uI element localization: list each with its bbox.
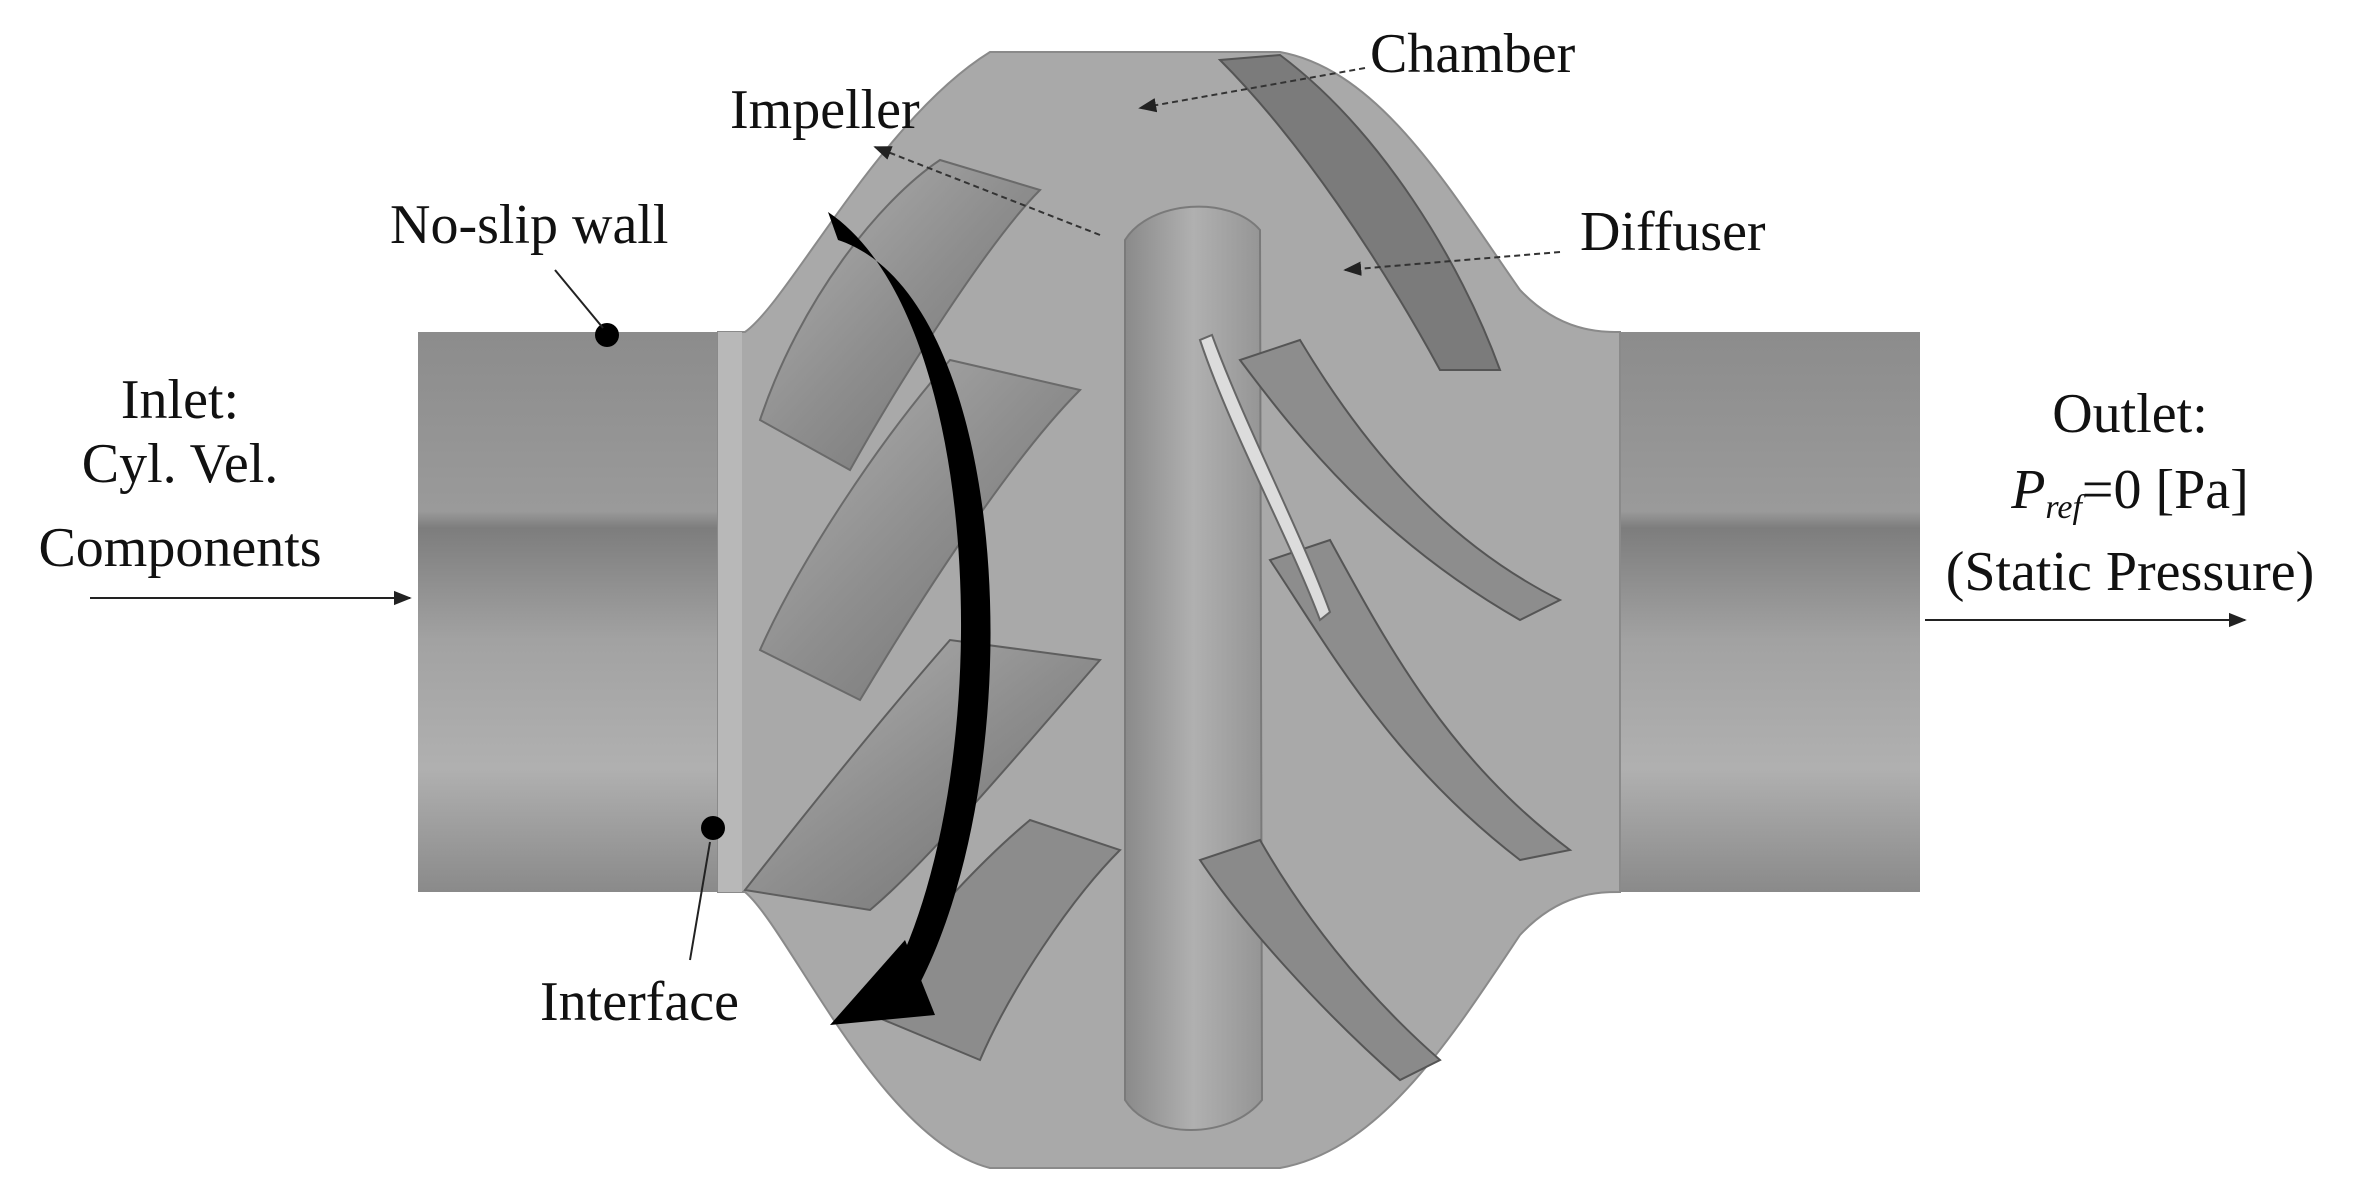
inlet-label-line3: Components — [38, 517, 321, 579]
chamber-label: Chamber — [1370, 23, 1576, 85]
rotation-arrowhead — [830, 940, 935, 1025]
outlet-label-line3: (Static Pressure) — [1946, 541, 2315, 603]
interface-marker — [701, 816, 725, 840]
inlet-label-line2: Cyl. Vel. — [82, 433, 279, 495]
inlet-pipe — [418, 332, 718, 892]
diffuser-vane — [1198, 838, 1442, 1082]
diffuser-vane — [1238, 338, 1563, 622]
diffuser-vane — [1217, 53, 1502, 371]
pressure-value: =0 [Pa] — [2082, 459, 2249, 521]
impeller-blade — [758, 158, 1042, 472]
diffuser-leader — [1343, 251, 1561, 276]
no-slip-wall-leader — [554, 269, 604, 329]
blade-edge-highlight — [1198, 333, 1332, 622]
impeller-label: Impeller — [730, 79, 920, 141]
pressure-symbol: P — [2010, 459, 2045, 521]
pressure-subscript: ref — [2045, 489, 2086, 526]
no-slip-wall-label: No-slip wall — [390, 194, 668, 256]
diffuser — [1198, 53, 1573, 1082]
interface-label: Interface — [540, 971, 739, 1033]
impeller-blade — [758, 358, 1082, 702]
diffuser-label: Diffuser — [1580, 201, 1766, 263]
outlet-label-line1: Outlet: — [2052, 383, 2208, 445]
diffuser-vane — [1268, 538, 1573, 862]
interface-leader — [689, 841, 711, 961]
impeller-blade — [743, 638, 1102, 912]
inlet-label-line1: Inlet: — [121, 369, 239, 431]
outlet-pressure-label: Pref=0 [Pa] — [2010, 459, 2249, 526]
rotation-arrow — [828, 212, 991, 1010]
chamber-leader — [1138, 67, 1366, 113]
impeller-leader — [873, 146, 1101, 236]
outlet-pipe — [1620, 332, 1920, 892]
hub — [1124, 205, 1264, 1131]
no-slip-wall-marker — [595, 323, 619, 347]
interface-band — [718, 332, 742, 892]
